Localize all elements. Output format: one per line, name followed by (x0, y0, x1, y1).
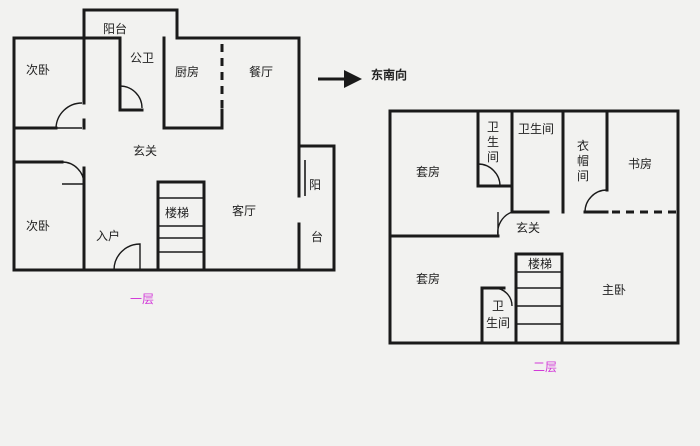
label-kitchen: 厨房 (175, 64, 199, 79)
label-dining: 餐厅 (249, 64, 273, 79)
floor-1-stair-steps (158, 197, 204, 253)
floor-1-plan (12, 8, 336, 272)
public-wc-wall (118, 36, 166, 130)
label-entrance: 入户 (96, 228, 120, 243)
bedroom-b-door (61, 161, 85, 185)
bedroom-b-wall (12, 160, 86, 272)
bedroom-a-door (55, 102, 83, 129)
floor-1-outer-wall (12, 8, 336, 272)
floor-2-plan (388, 109, 680, 345)
bedroom-a-wall (12, 36, 86, 130)
public-wc-door (119, 85, 143, 109)
label-balcony-side-1: 阳 (309, 178, 321, 192)
entrance-door (113, 243, 141, 271)
label-direction: 东南向 (371, 67, 407, 82)
label-public-wc: 公卫 (130, 51, 154, 65)
label-living: 客厅 (232, 203, 256, 218)
label-wc-small-3: 间 (487, 150, 499, 164)
label-foyer-2: 玄关 (516, 220, 540, 235)
label-bathroom: 卫生间 (518, 122, 554, 136)
label-wc-bottom-1: 卫 (492, 299, 504, 313)
floor-2-foyer-door (497, 211, 513, 237)
bottom-wc-door (493, 287, 513, 307)
direction-arrow (318, 70, 362, 88)
label-closet-1: 衣 (577, 138, 589, 153)
label-bedroom-b: 次卧 (26, 219, 50, 233)
bottom-wc-wall (480, 286, 518, 345)
floor-2-caption: 二层 (533, 360, 557, 374)
label-stairs-1: 楼梯 (165, 205, 189, 220)
label-study: 书房 (628, 156, 652, 171)
label-closet-3: 间 (577, 169, 589, 183)
label-stairs-2: 楼梯 (528, 256, 552, 271)
suite-a-wall (388, 109, 500, 238)
label-foyer: 玄关 (133, 143, 157, 158)
closet-door (584, 189, 608, 213)
label-wc-small-1: 卫 (487, 120, 499, 134)
small-wc-top-door (477, 163, 501, 187)
floor-2-stair-steps (516, 271, 562, 325)
label-balcony-top: 阳台 (103, 21, 127, 36)
label-balcony-side-2: 台 (311, 229, 323, 244)
closet-wall (583, 109, 609, 214)
label-suite-b: 套房 (416, 271, 440, 286)
label-master: 主卧 (602, 283, 626, 297)
kitchen-wall (162, 108, 224, 130)
label-wc-bottom-2: 生间 (486, 316, 510, 330)
label-closet-2: 帽 (577, 153, 589, 168)
floor-1-caption: 一层 (130, 292, 154, 306)
label-suite-a: 套房 (416, 164, 440, 179)
label-bedroom-a: 次卧 (26, 63, 50, 77)
label-wc-small-2: 生 (487, 135, 499, 149)
